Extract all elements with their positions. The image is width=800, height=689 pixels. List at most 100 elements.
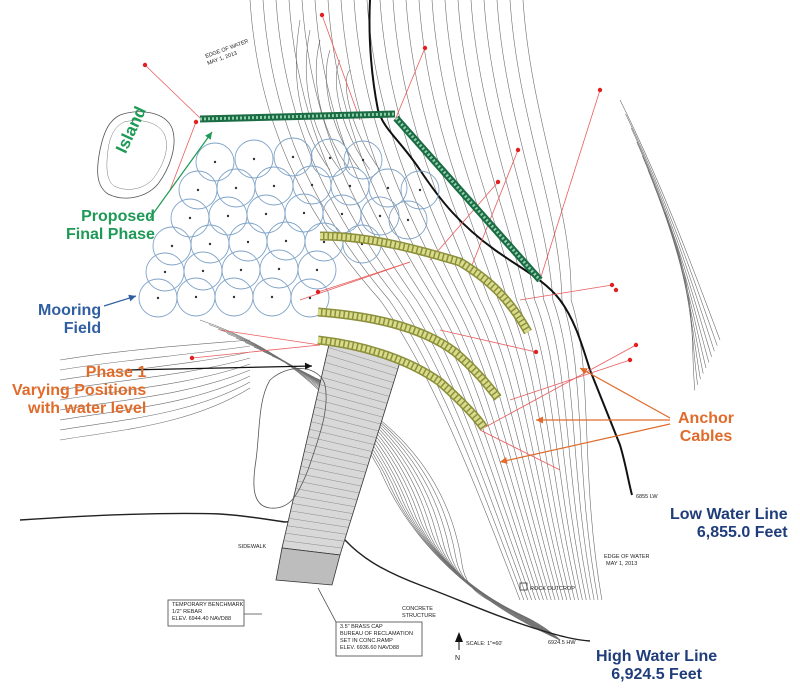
anchor-cable-line	[469, 149, 519, 271]
mooring-anchor-dot	[194, 295, 198, 299]
contour-line-north	[295, 19, 331, 171]
sidewalk-label: SIDEWALK	[238, 544, 267, 550]
low-water-tag: 6855 LW	[636, 494, 658, 500]
ramp-hatch-line	[323, 369, 392, 390]
anchor-cables-line-2: Cables	[679, 427, 733, 445]
benchmark-box	[167, 599, 262, 627]
concrete-structure-label-2: STRUCTURE	[402, 613, 436, 619]
contour-line-east	[496, 0, 595, 601]
ramp-hatch-line	[321, 376, 390, 397]
label-arrows	[103, 131, 671, 464]
ramp-hatch-line	[316, 399, 383, 418]
parking-lot-outline	[253, 368, 327, 509]
mooring-anchor-dot	[270, 295, 274, 299]
contour-line-ridge	[647, 169, 707, 369]
anchor-point	[142, 62, 148, 68]
contour-line-east	[340, 0, 548, 601]
phase-1-arrow	[127, 365, 313, 371]
phase-1-dock-planks	[317, 337, 487, 430]
brass-cap-line-1: 3.5" BRASS CAP	[340, 624, 383, 630]
anchor-cable-line	[429, 181, 499, 261]
north-label: N	[455, 655, 460, 662]
mooring-buoy-circle	[388, 200, 428, 240]
contour-line-west	[59, 339, 251, 361]
anchor-cable-line	[479, 429, 561, 471]
mooring-anchor-dot	[308, 296, 312, 300]
contour-line-north	[305, 29, 341, 171]
anchor-point	[515, 147, 521, 153]
anchor-points	[142, 12, 639, 363]
low-water-line-title: Low Water Line	[670, 506, 788, 523]
proposed-final-phase-label: Proposed Final Phase	[66, 208, 155, 244]
mooring-buoy-circle	[297, 250, 337, 290]
mooring-buoy-circle	[343, 140, 383, 180]
anchor-cable-arrow-1	[579, 367, 671, 419]
mooring-anchor-dot	[226, 214, 230, 218]
contour-line-south	[199, 319, 561, 641]
contour-line-east	[288, 0, 532, 601]
anchor-cable-line	[144, 64, 201, 119]
scale-note: SCALE: 1"=60'	[466, 641, 502, 647]
mooring-anchor-dot	[315, 268, 319, 272]
phase-1-dock-planks	[317, 309, 501, 400]
contour-line-south	[244, 342, 561, 641]
contour-line-ridge	[636, 141, 712, 357]
ramp-hatch-line	[297, 480, 360, 494]
mooring-buoy-circle	[368, 168, 408, 208]
anchor-point	[189, 355, 195, 361]
ramp-hatch-line	[295, 488, 358, 501]
contour-line-east	[444, 0, 579, 601]
contour-line-east	[275, 0, 529, 601]
mooring-anchor-dot	[264, 212, 268, 216]
proposed-final-phase-line-1: Proposed	[81, 208, 155, 225]
mooring-anchor-dot	[156, 296, 160, 300]
contour-line-ridge	[642, 155, 710, 363]
high-water-line-title: High Water Line	[596, 648, 718, 665]
anchor-cable-line	[439, 329, 537, 353]
anchor-cables-label: Anchor Cables	[678, 410, 734, 446]
final-phase-dock-planks	[394, 117, 542, 281]
rock-outcrop-marker	[519, 582, 528, 591]
mooring-anchor-dot	[418, 188, 422, 192]
mooring-buoy-circle	[360, 196, 400, 236]
anchor-point	[422, 45, 428, 51]
contour-line-north	[325, 49, 361, 171]
mooring-anchor-dot	[208, 242, 212, 246]
mooring-field-line-2: Field	[63, 319, 102, 337]
anchor-point	[613, 287, 619, 293]
mooring-anchor-dot	[246, 240, 250, 244]
contour-line-east	[353, 0, 552, 601]
ramp-hatch-line	[299, 473, 362, 487]
mooring-buoy-circle	[273, 137, 313, 177]
mooring-buoy-circle	[310, 138, 350, 178]
contour-line-east	[418, 0, 571, 601]
ramp-hatch-line	[290, 510, 351, 521]
phase-1-label: Phase 1 Varying Positions with water lev…	[12, 364, 146, 418]
ramp-hatch-line	[292, 503, 353, 514]
anchor-point	[609, 282, 615, 288]
contour-line-north	[315, 39, 351, 171]
contour-line-east	[522, 0, 603, 601]
phase-1-line-3: with water level	[28, 399, 147, 417]
anchor-cable-line	[394, 47, 426, 121]
brass-cap-line-4: ELEV. 6936.60 NAVD88	[340, 645, 400, 651]
low-water-line-label: Low Water Line 6,855.0 Feet	[670, 506, 788, 542]
anchor-point	[319, 12, 325, 18]
mooring-anchor-dot	[361, 158, 365, 162]
contour-line-ridge	[619, 99, 721, 341]
edge-of-water-date-2: MAY 1, 2013	[606, 561, 637, 567]
mooring-field-arrow-head	[128, 294, 136, 302]
brass-cap-line-3: SET IN CONC.RAMP	[340, 638, 393, 644]
contour-line-ridge	[653, 183, 704, 374]
mooring-anchor-dot	[340, 212, 344, 216]
low-water-shoreline	[368, 0, 633, 496]
contour-line-ridge	[625, 113, 718, 346]
contour-line-east	[262, 0, 525, 601]
contour-line-ridge	[670, 225, 696, 391]
contour-line-east	[509, 0, 599, 601]
mooring-field	[138, 137, 440, 318]
docks	[199, 110, 543, 431]
anchor-cables	[144, 14, 637, 471]
